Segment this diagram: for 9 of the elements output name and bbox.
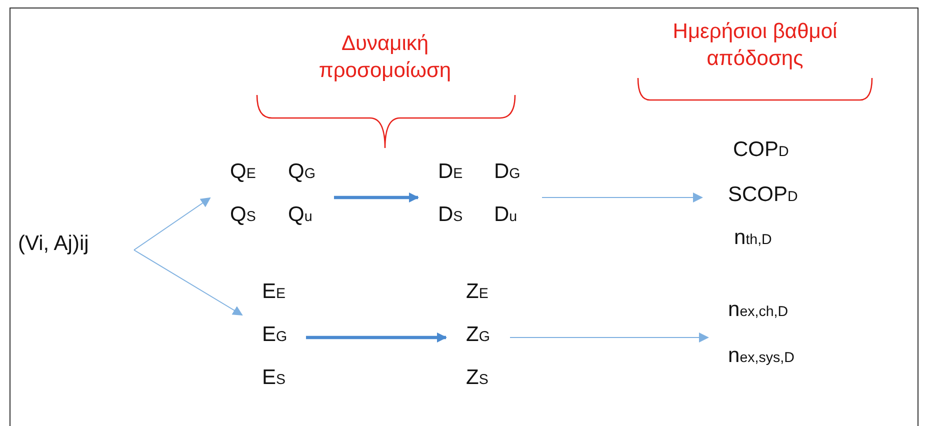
arrow xyxy=(542,192,703,202)
section-heading: Ημερήσιοι βαθμοί απόδοσης xyxy=(672,19,838,72)
arrow xyxy=(134,250,243,316)
section-heading: Δυναμική προσομοίωση xyxy=(318,31,452,84)
variable-symbol: (Vi, Aj)ij xyxy=(18,232,89,256)
arrow xyxy=(306,332,447,342)
arrow xyxy=(510,332,709,342)
arrow xyxy=(334,192,419,202)
arrow xyxy=(134,197,211,250)
